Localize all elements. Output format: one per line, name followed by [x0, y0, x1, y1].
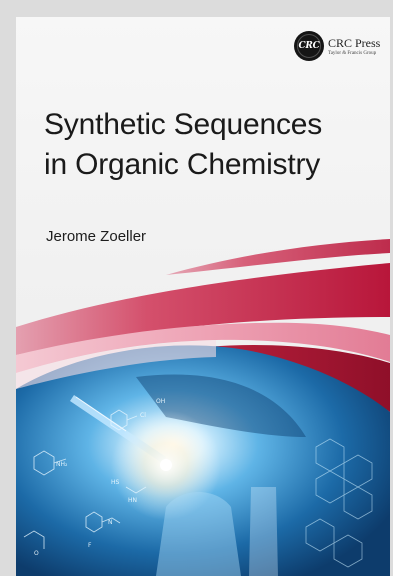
cover-artwork: NH₂ HS HN N Cl OH F O	[16, 239, 390, 576]
book-author: Jerome Zoeller	[46, 228, 147, 245]
pink-wave-band	[16, 322, 390, 373]
book-title-line-1: Synthetic Sequences	[44, 108, 323, 141]
book-cover: NH₂ HS HN N Cl OH F O CRC CRC Press Tayl…	[16, 17, 390, 576]
publisher-name: CRC Press	[328, 35, 381, 50]
publisher-subtitle: Taylor & Francis Group	[328, 50, 377, 56]
molecule-label: NH₂	[56, 461, 68, 468]
book-title-line-2: in Organic Chemistry	[44, 148, 321, 181]
publisher-logo: CRC CRC Press Taylor & Francis Group	[294, 31, 380, 61]
red-wave-band	[16, 263, 390, 355]
molecule-label: Cl	[140, 412, 146, 419]
molecule-label: OH	[156, 398, 165, 405]
molecule-label: F	[88, 542, 92, 549]
molecule-label: N	[108, 519, 113, 526]
lab-photo: NH₂ HS HN N Cl OH F O	[16, 345, 390, 576]
molecule-label: O	[34, 550, 39, 557]
molecule-label: HS	[111, 479, 120, 486]
publisher-seal-text: CRC	[298, 41, 320, 51]
publisher-text: CRC Press Taylor & Francis Group	[328, 37, 380, 56]
book-title: Synthetic Sequences in Organic Chemistry	[44, 105, 384, 185]
molecule-label: HN	[128, 497, 137, 504]
red-swoosh-upper	[166, 239, 390, 275]
publisher-seal-icon: CRC	[294, 31, 324, 61]
dark-red-band	[206, 344, 390, 412]
